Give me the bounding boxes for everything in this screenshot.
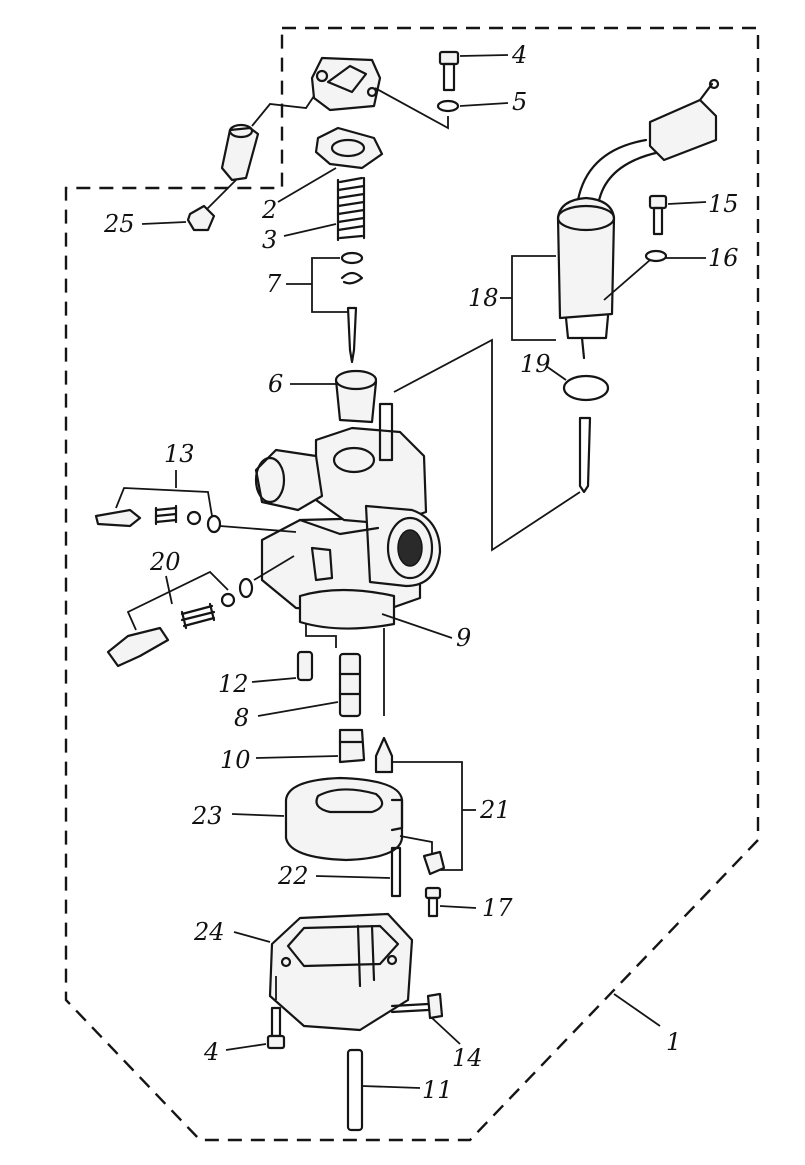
throttle-slide-6 [290, 369, 378, 424]
callout-1: 1 [666, 1028, 681, 1056]
washer-16 [603, 249, 706, 301]
callout-8: 8 [234, 704, 249, 732]
callout-23: 23 [191, 802, 223, 830]
float-valve-21 [374, 736, 476, 871]
washer-5 [436, 99, 509, 113]
callout-19: 19 [520, 350, 551, 378]
callout-17: 17 [482, 894, 513, 922]
callout-16: 16 [708, 244, 739, 272]
leader-assembly-1 [613, 993, 661, 1027]
float-23 [231, 776, 404, 862]
needle-jet-8 [257, 652, 362, 718]
callout-18: 18 [468, 284, 499, 312]
callout-10: 10 [220, 746, 251, 774]
auto-choke-18 [500, 78, 720, 360]
main-jet-10 [255, 728, 366, 764]
callout-14: 14 [452, 1044, 483, 1072]
callout-6: 6 [268, 370, 283, 398]
callout-13: 13 [164, 440, 195, 468]
o-ring-19 [545, 365, 610, 494]
drain-screw-14 [390, 992, 461, 1045]
idle-screw-13 [94, 470, 297, 534]
callout-2: 2 [261, 196, 277, 224]
callout-15: 15 [708, 190, 739, 218]
needle-retainer-7 [286, 251, 364, 364]
callout-22: 22 [277, 862, 309, 890]
bolt-4-bottom [225, 1006, 286, 1051]
carburetor-body [254, 338, 581, 716]
float-pin-22 [315, 835, 446, 898]
spring-3 [283, 176, 366, 242]
callout-24: 24 [193, 918, 225, 946]
drain-tube-11 [346, 1048, 421, 1132]
callout-12: 12 [218, 670, 249, 698]
screw-17 [424, 886, 477, 918]
callout-20: 20 [149, 548, 181, 576]
float-bowl-24 [233, 912, 414, 1032]
bolt-15 [648, 194, 707, 236]
callout-5: 5 [512, 88, 527, 116]
callout-25: 25 [103, 210, 135, 238]
callout-9: 9 [456, 624, 471, 652]
callout-3: 3 [262, 226, 277, 254]
callout-11: 11 [422, 1076, 453, 1104]
cable-boot-25 [141, 95, 315, 232]
mixture-screw-20 [106, 555, 295, 668]
callout-21: 21 [479, 796, 511, 824]
callout-4-top: 4 [511, 41, 527, 69]
assembly-boundary [64, 26, 760, 1142]
carb-top-cap [310, 56, 449, 130]
bolt-4-top [438, 50, 509, 92]
pilot-jet-12 [251, 650, 314, 683]
callout-7: 7 [266, 270, 282, 298]
gasket-2 [277, 126, 384, 203]
callout-4-bottom: 4 [203, 1038, 219, 1066]
